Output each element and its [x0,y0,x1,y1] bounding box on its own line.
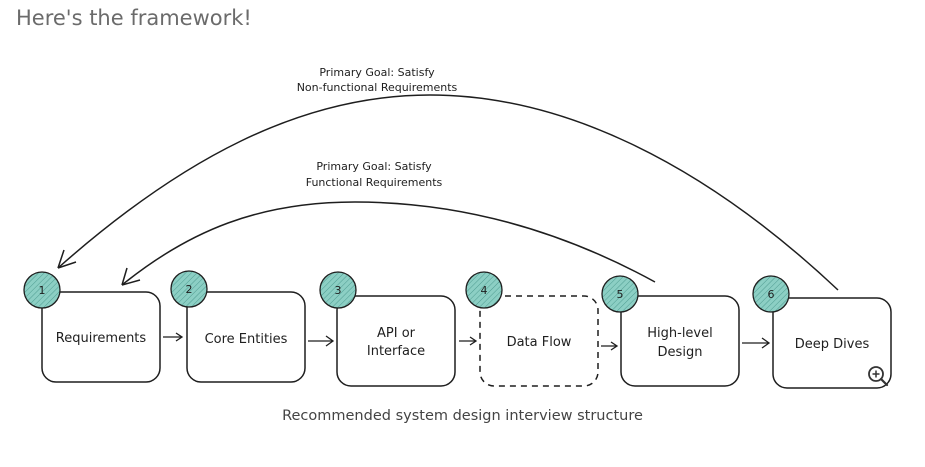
step-badge-1: 1 [23,271,61,309]
svg-text:2: 2 [186,283,193,296]
connector-arrow-5-6 [742,337,771,349]
inner-arc-arrowhead [121,267,141,286]
step-label-requirements: Requirements [56,331,147,346]
outer-arc-label-line1: Primary Goal: Satisfy [319,66,435,79]
step-box-api [336,295,456,387]
inner-arc-label-line1: Primary Goal: Satisfy [316,160,432,173]
step-badge-2: 2 [170,270,208,308]
diagram-caption: Recommended system design interview stru… [282,408,643,424]
step-label-hld-line1: High-level [647,326,712,341]
step-label-core-entities: Core Entities [205,332,288,347]
step-box-core-entities [186,291,306,383]
connector-arrow-2-3 [308,335,335,347]
step-box-deep-dives [772,297,892,389]
connector-arrow-4-5 [601,341,619,351]
step-label-hld-line2: Design [658,345,703,360]
svg-text:3: 3 [335,284,342,297]
step-badge-4: 4 [465,271,503,309]
step-label-api-line2: Interface [367,344,425,359]
inner-arc-arrow [121,201,656,286]
svg-text:5: 5 [617,288,624,301]
step-badge-5: 5 [601,275,639,313]
outer-arc-arrowhead [57,249,77,269]
connector-arrow-1-2 [163,332,184,342]
step-badge-6: 6 [752,275,790,313]
zoom-in-icon[interactable] [868,366,889,387]
svg-text:6: 6 [768,288,775,301]
step-box-high-level-design [620,295,740,387]
connector-arrow-3-4 [459,336,478,346]
step-label-data-flow: Data Flow [507,335,572,350]
step-box-data-flow [479,295,599,387]
step-box-requirements [41,291,161,383]
page-heading: Here's the framework! [16,6,252,30]
svg-text:1: 1 [39,284,46,297]
step-badge-3: 3 [319,271,357,309]
step-label-deep-dives: Deep Dives [795,337,870,352]
outer-arc-label-line2: Non-functional Requirements [297,81,458,94]
inner-arc-label-line2: Functional Requirements [306,176,443,189]
svg-text:4: 4 [481,284,488,297]
outer-arc-arrow [57,94,839,291]
step-label-api-line1: API or [377,326,416,341]
